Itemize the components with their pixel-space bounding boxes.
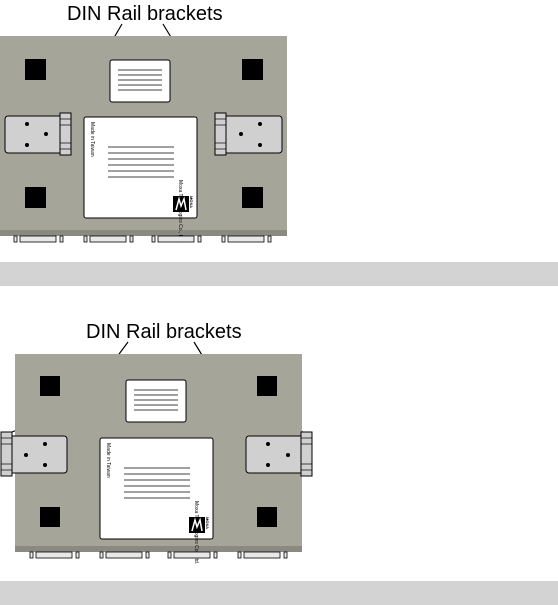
device-bottom-edge: [15, 546, 302, 552]
logo-text: MOXA: [205, 517, 210, 529]
mount-pad-bottom-right: [257, 507, 277, 527]
mount-pad-bottom-left: [25, 187, 46, 208]
diagram-brackets-outside: DIN Rail brackets: [0, 318, 558, 580]
mount-pad-top-left: [40, 376, 60, 396]
bottom-connectors: [14, 236, 271, 242]
label-made-in: Made in Taiwan: [105, 443, 111, 478]
divider-bar-1: [0, 262, 558, 286]
small-label: [110, 60, 170, 102]
din-bracket-left: [5, 113, 71, 155]
bottom-connectors: [30, 552, 287, 558]
mount-pad-bottom-left: [40, 507, 60, 527]
din-bracket-right: [246, 432, 312, 476]
small-label: [126, 380, 186, 422]
label-made-in: Made in Taiwan: [89, 122, 95, 157]
din-bracket-right: [215, 113, 282, 155]
diagram-brackets-inside: DIN Rail brackets: [0, 0, 558, 262]
device-illustration: Made in Taiwan Moxa Technologies Co., Lt…: [0, 0, 558, 262]
din-bracket-left: [1, 432, 67, 476]
mount-pad-top-right: [257, 376, 277, 396]
divider-bar-2: [0, 581, 558, 605]
mount-pad-top-right: [242, 59, 263, 80]
device-illustration: Made in Taiwan Moxa Technologies Co., Lt…: [0, 318, 558, 580]
logo-text: MOXA: [189, 196, 194, 208]
device-bottom-edge: [0, 230, 287, 236]
mount-pad-bottom-right: [242, 187, 263, 208]
mount-pad-top-left: [25, 59, 46, 80]
